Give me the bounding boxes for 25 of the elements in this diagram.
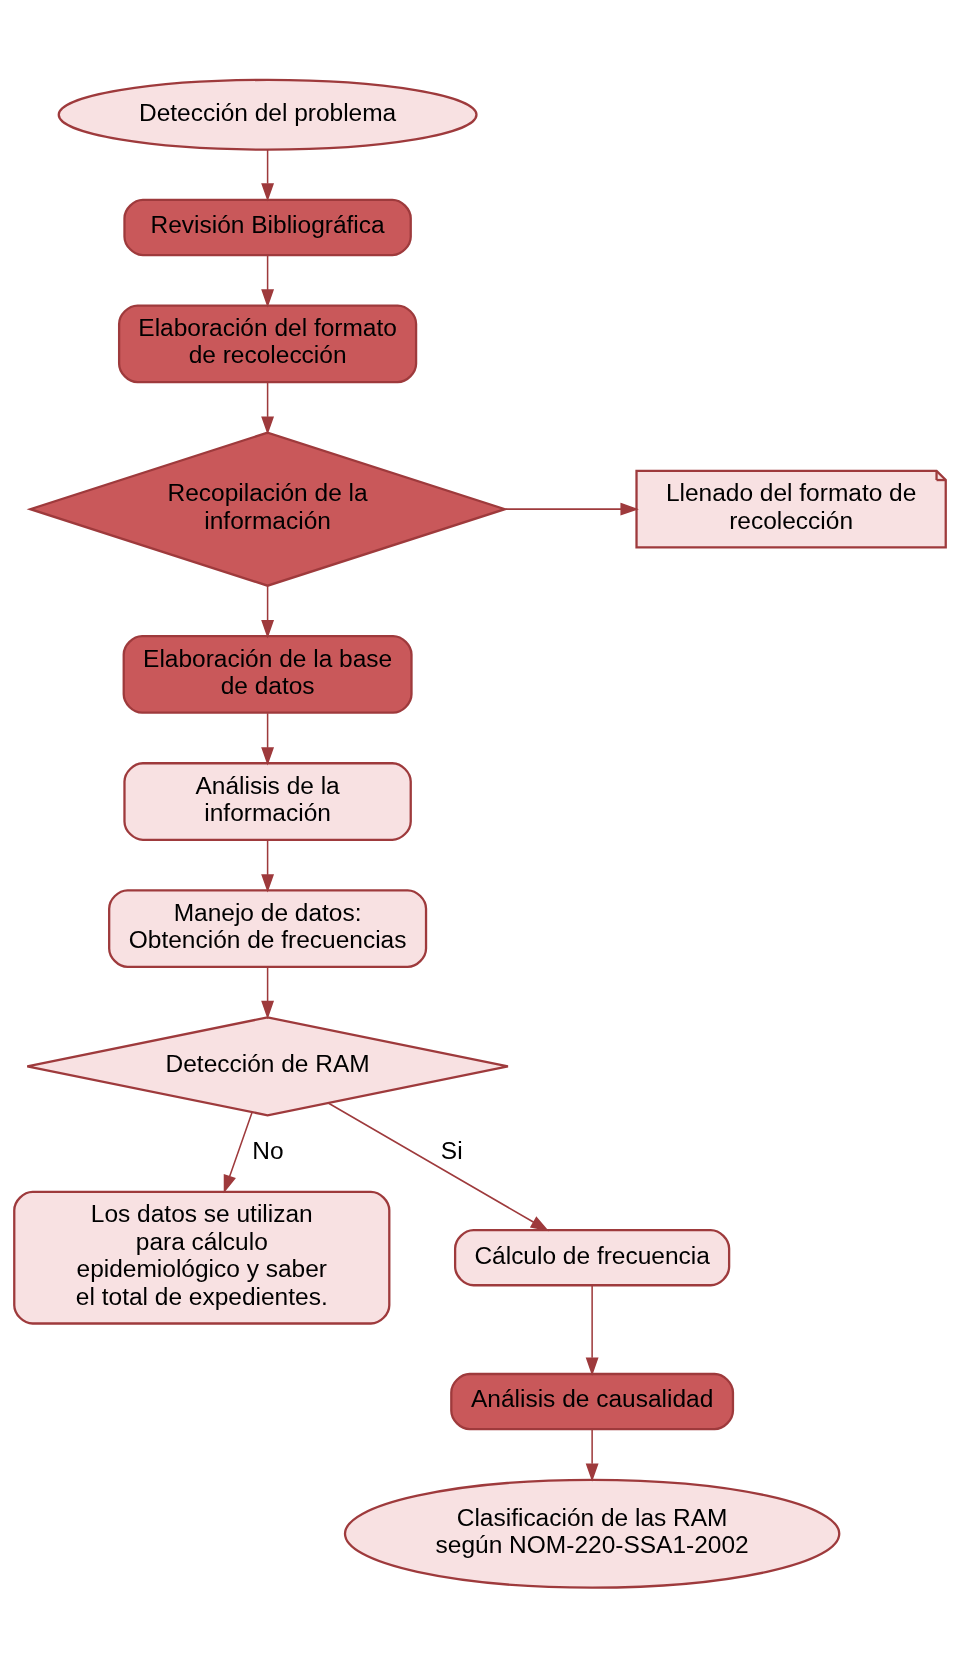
node-box: Los datos se utilizan para cálculo epidemiológico y saber el total de expedientes. (13, 1190, 391, 1325)
arrow (223, 1111, 253, 1193)
arrow (261, 380, 275, 435)
arrow (261, 965, 275, 1019)
node-box: Revisión Bibliográfica (123, 198, 412, 256)
node-diamond: Detección de RAM (26, 1015, 510, 1116)
node-box: Cálculo de frecuencia (454, 1228, 731, 1286)
node-box: Análisis de causalidad (450, 1372, 735, 1430)
arrow (261, 838, 275, 893)
node-ellipse: Clasificación de las RAM según NOM-220-SSA1-2002 (343, 1478, 841, 1589)
edge-label: Si (440, 1136, 463, 1164)
node-box: Análisis de la información (123, 761, 412, 841)
arrow (585, 1284, 599, 1376)
arrow (261, 711, 275, 766)
arrow (327, 1102, 550, 1231)
arrow (261, 584, 275, 638)
node-box: Elaboración del formato de recolección (117, 303, 418, 383)
node-box: Elaboración de la base de datos (122, 634, 413, 714)
arrow (504, 502, 639, 516)
arrow (261, 148, 275, 202)
arrow (261, 254, 275, 308)
node-box: Manejo de datos: Obtención de frecuencias (108, 888, 428, 968)
arrow (585, 1427, 599, 1482)
edge-label: No (252, 1136, 284, 1164)
node-ellipse: Detección del problema (57, 78, 478, 151)
